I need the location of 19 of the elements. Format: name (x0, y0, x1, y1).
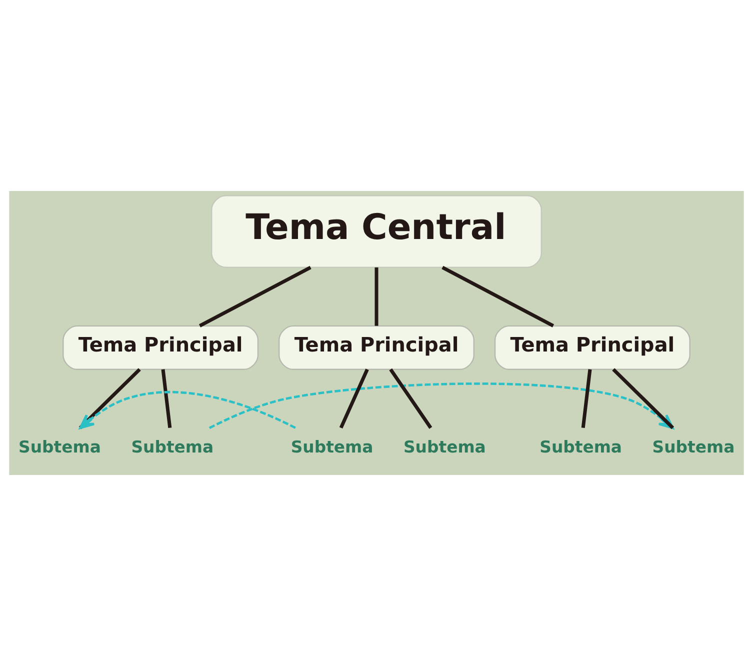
node-box: Tema Central (211, 194, 542, 268)
node-box: Tema Principal (278, 324, 474, 370)
node-text: Subtema (403, 436, 486, 456)
connector (78, 368, 141, 429)
connector (339, 368, 369, 428)
node-text: Subtema (290, 436, 374, 456)
connector (161, 368, 172, 428)
node-box: Tema Principal (62, 324, 259, 370)
connector (198, 265, 312, 327)
arrow (79, 390, 296, 429)
connector (389, 368, 432, 428)
node-text: Subtema (540, 436, 622, 456)
node-text: Subtema (18, 436, 101, 456)
connector (442, 265, 554, 327)
node-text: Subtema (131, 436, 214, 456)
connector (374, 266, 378, 326)
connector (581, 368, 592, 428)
node-text: Subtema (652, 436, 735, 456)
node-box: Tema Principal (494, 324, 690, 370)
